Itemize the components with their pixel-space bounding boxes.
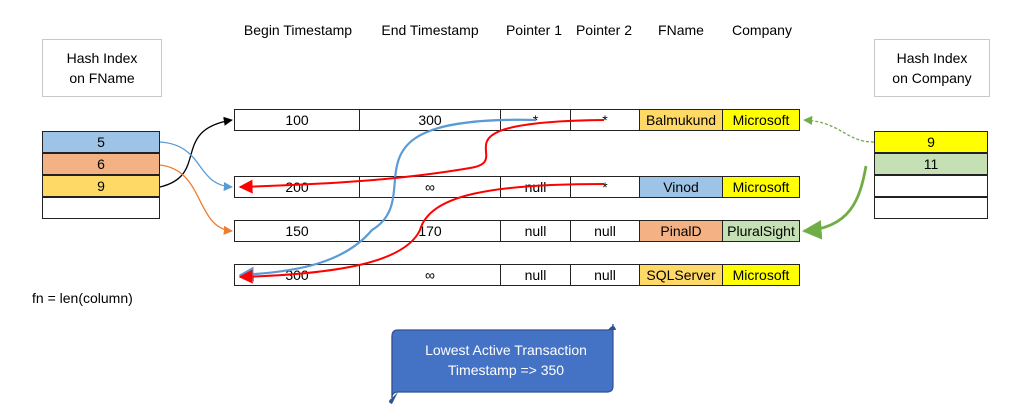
cell-pointer-2: * xyxy=(570,176,640,198)
header-end-timestamp: End Timestamp xyxy=(381,22,479,38)
left-index-cell-5: 5 xyxy=(42,131,160,153)
right-index-cell-empty-2 xyxy=(874,197,988,219)
cell-fname: PinalD xyxy=(639,220,723,242)
cell-pointer-2: null xyxy=(570,264,640,286)
cell-company: Microsoft xyxy=(722,264,800,286)
cell-end: ∞ xyxy=(359,176,501,198)
cell-end: ∞ xyxy=(359,264,501,286)
cell-begin: 300 xyxy=(234,264,360,286)
cell-end: 170 xyxy=(359,220,501,242)
cell-company: Microsoft xyxy=(722,176,800,198)
table-row-pinald: 150 170 null null PinalD PluralSight xyxy=(234,220,800,242)
left-index-title: Hash Index on FName xyxy=(66,50,138,86)
right-index-cell-empty-1 xyxy=(874,175,988,197)
right-hash-index: 9 11 xyxy=(874,131,988,219)
cell-pointer-1: null xyxy=(500,220,571,242)
right-index-cell-9: 9 xyxy=(874,131,988,153)
formula-text: fn = len(column) xyxy=(32,290,133,306)
cell-begin: 150 xyxy=(234,220,360,242)
left-index-cell-9: 9 xyxy=(42,175,160,197)
header-company: Company xyxy=(732,22,792,38)
cell-end: 300 xyxy=(359,109,501,131)
cell-begin: 100 xyxy=(234,109,360,131)
right-index-cell-11: 11 xyxy=(874,153,988,175)
cell-pointer-1: null xyxy=(500,264,571,286)
cell-pointer-2: * xyxy=(570,109,640,131)
cell-pointer-2: null xyxy=(570,220,640,242)
lowest-active-transaction-label: Lowest Active Transaction Timestamp => 3… xyxy=(396,340,616,380)
arrow-index-6-to-row-pinald xyxy=(159,164,233,235)
scroll-line-1: Lowest Active Transaction xyxy=(425,342,587,358)
table-row-balmukund: 100 300 * * Balmukund Microsoft xyxy=(234,109,800,131)
left-index-title-box: Hash Index on FName xyxy=(42,39,162,97)
cell-company: PluralSight xyxy=(722,220,800,242)
left-index-cell-6: 6 xyxy=(42,153,160,175)
scroll-line-2: Timestamp => 350 xyxy=(447,362,565,378)
arrow-company-11-to-row-pinald xyxy=(802,165,868,240)
header-begin-timestamp: Begin Timestamp xyxy=(243,22,353,38)
cell-fname: Vinod xyxy=(639,176,723,198)
arrow-index-5-to-row-vinod xyxy=(159,141,233,192)
arrow-index-9-to-row-balmukund xyxy=(159,116,233,188)
cell-pointer-1: null xyxy=(500,176,571,198)
header-pointer-1: Pointer 1 xyxy=(505,22,563,38)
right-index-title: Hash Index on Company xyxy=(892,50,972,86)
cell-pointer-1: * xyxy=(500,109,571,131)
cell-fname: Balmukund xyxy=(639,109,723,131)
right-index-title-box: Hash Index on Company xyxy=(874,39,990,97)
arrow-company-9-to-row-balmukund xyxy=(803,115,875,143)
header-pointer-2: Pointer 2 xyxy=(575,22,633,38)
cell-company: Microsoft xyxy=(722,109,800,131)
header-fname: FName xyxy=(658,22,704,38)
left-index-cell-empty xyxy=(42,197,160,219)
cell-begin: 200 xyxy=(234,176,360,198)
left-hash-index: 5 6 9 xyxy=(42,131,160,219)
table-row-sqlserver: 300 ∞ null null SQLServer Microsoft xyxy=(234,264,800,286)
cell-fname: SQLServer xyxy=(639,264,723,286)
table-row-vinod: 200 ∞ null * Vinod Microsoft xyxy=(234,176,800,198)
